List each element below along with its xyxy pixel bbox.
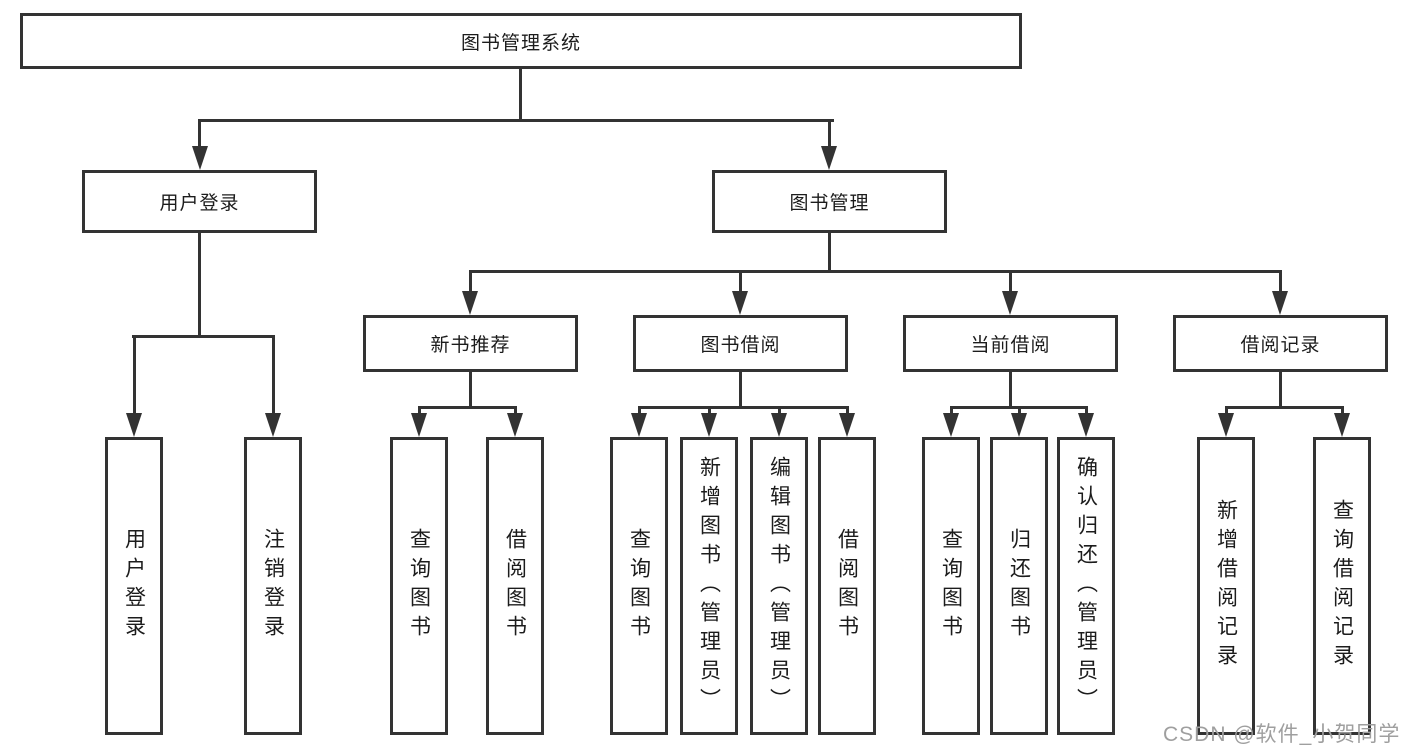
connector-line xyxy=(133,335,136,415)
node-current-borrow: 当前借阅 xyxy=(903,315,1118,372)
arrow-down-icon xyxy=(771,413,787,437)
connector-line xyxy=(469,270,472,293)
csdn-watermark: CSDN @软件_小贺同学 xyxy=(1163,723,1401,746)
connector-line xyxy=(469,270,1282,273)
arrow-down-icon xyxy=(1334,413,1350,437)
arrow-down-icon xyxy=(732,291,748,315)
connector-line xyxy=(1279,270,1282,293)
connector-line xyxy=(708,406,711,416)
arrow-down-icon xyxy=(943,413,959,437)
leaf-query-books-current: 查询图书 xyxy=(922,437,980,735)
leaf-edit-book-admin: 编辑图书（管理员） xyxy=(750,437,808,735)
connector-line xyxy=(198,233,201,337)
arrow-down-icon xyxy=(1272,291,1288,315)
connector-line xyxy=(272,335,275,415)
arrow-down-icon xyxy=(701,413,717,437)
arrow-down-icon xyxy=(821,146,837,170)
node-library-system: 图书管理系统 xyxy=(20,13,1022,69)
arrow-down-icon xyxy=(631,413,647,437)
arrow-down-icon xyxy=(126,413,142,437)
connector-line xyxy=(1018,406,1021,416)
node-borrow-records: 借阅记录 xyxy=(1173,315,1388,372)
arrow-down-icon xyxy=(411,413,427,437)
arrow-down-icon xyxy=(192,146,208,170)
connector-line xyxy=(1085,406,1088,416)
arrow-down-icon xyxy=(1218,413,1234,437)
node-book-borrow: 图书借阅 xyxy=(633,315,848,372)
leaf-borrow-books-recommend: 借阅图书 xyxy=(486,437,544,735)
leaf-user-login: 用户登录 xyxy=(105,437,163,735)
connector-line xyxy=(950,406,953,416)
connector-line xyxy=(828,119,831,148)
connector-line xyxy=(418,406,517,409)
node-book-management: 图书管理 xyxy=(712,170,947,233)
connector-line xyxy=(198,119,201,148)
connector-line xyxy=(1225,406,1228,416)
arrow-down-icon xyxy=(1002,291,1018,315)
connector-line xyxy=(1009,270,1012,293)
connector-line xyxy=(638,406,849,409)
arrow-down-icon xyxy=(1078,413,1094,437)
arrow-down-icon xyxy=(462,291,478,315)
node-new-book-recommend: 新书推荐 xyxy=(363,315,578,372)
leaf-borrow-books: 借阅图书 xyxy=(818,437,876,735)
leaf-logout: 注销登录 xyxy=(244,437,302,735)
connector-line xyxy=(418,406,421,416)
leaf-query-books-borrow: 查询图书 xyxy=(610,437,668,735)
connector-line xyxy=(828,233,831,272)
arrow-down-icon xyxy=(265,413,281,437)
node-user-login: 用户登录 xyxy=(82,170,317,233)
connector-line xyxy=(519,69,522,121)
leaf-return-books: 归还图书 xyxy=(990,437,1048,735)
connector-line xyxy=(469,372,472,406)
leaf-query-books-recommend: 查询图书 xyxy=(390,437,448,735)
leaf-query-borrow-record: 查询借阅记录 xyxy=(1313,437,1371,735)
leaf-add-borrow-record: 新增借阅记录 xyxy=(1197,437,1255,735)
arrow-down-icon xyxy=(1011,413,1027,437)
connector-line xyxy=(1009,372,1012,406)
connector-line xyxy=(1225,406,1343,409)
connector-line xyxy=(1279,372,1282,406)
connector-line xyxy=(198,119,834,122)
connector-line xyxy=(638,406,641,416)
connector-line xyxy=(778,406,781,416)
connector-line xyxy=(739,372,742,406)
leaf-add-book-admin: 新增图书（管理员） xyxy=(680,437,738,735)
connector-line xyxy=(1341,406,1344,416)
arrow-down-icon xyxy=(839,413,855,437)
connector-line xyxy=(132,335,275,338)
connector-line xyxy=(739,270,742,293)
arrow-down-icon xyxy=(507,413,523,437)
connector-line xyxy=(514,406,517,416)
leaf-confirm-return-admin: 确认归还（管理员） xyxy=(1057,437,1115,735)
connector-line xyxy=(846,406,849,416)
